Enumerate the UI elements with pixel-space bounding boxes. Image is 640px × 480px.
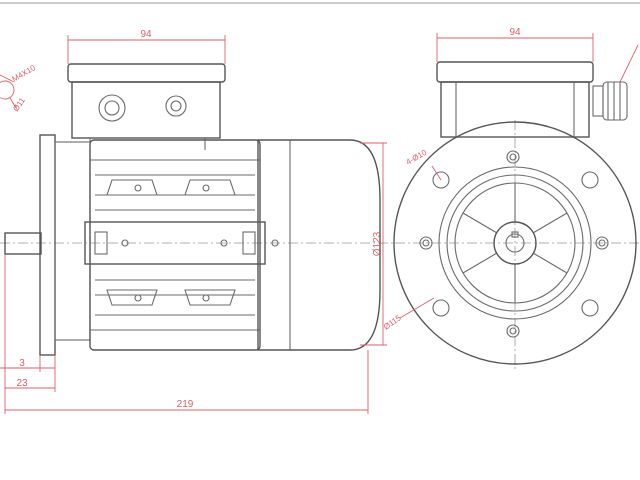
foot-rail [84,221,266,265]
bolt-holes [419,150,609,338]
dim-label: 23 [16,378,28,389]
keyway [511,231,519,238]
dim-pcd: Ø115 [382,297,435,332]
dim-label: Ø11 [11,96,27,114]
dim-box-width-end: 94 [436,27,639,83]
dim-thread-callout: M4X10 Ø11 [0,63,37,113]
motor-body [89,139,261,351]
flange-outline [393,121,637,365]
terminal-box [67,63,226,150]
dim-label: 94 [140,29,152,40]
center-mark [271,239,279,247]
dim-overall-length: 219 [4,254,369,414]
dim-flange-dia: Ø123 [360,142,387,346]
shaft-end [505,233,525,253]
dim-label: 219 [177,399,194,410]
dim-flange-offset: 23 [5,355,56,392]
flange [39,134,56,356]
mounting-lugs [94,179,256,306]
shaft [4,232,42,255]
end-view: 94 4-Ø10 Ø115 [382,27,640,370]
spokes [462,183,568,303]
dim-label: 4-Ø10 [405,148,429,167]
terminal-box [436,61,628,138]
dim-label: Ø123 [372,231,383,256]
side-view: 94 219 23 3 Ø123 M4X10 Ø11 [0,29,395,414]
hub [493,221,537,265]
fan-cover [257,139,381,351]
dim-spigot: 3 [0,355,55,372]
dim-label: Ø115 [382,313,403,332]
dim-label: M4X10 [11,63,38,84]
dim-label: 3 [19,358,25,369]
dim-box-width-side: 94 [67,29,226,64]
dim-label: 94 [509,27,521,38]
